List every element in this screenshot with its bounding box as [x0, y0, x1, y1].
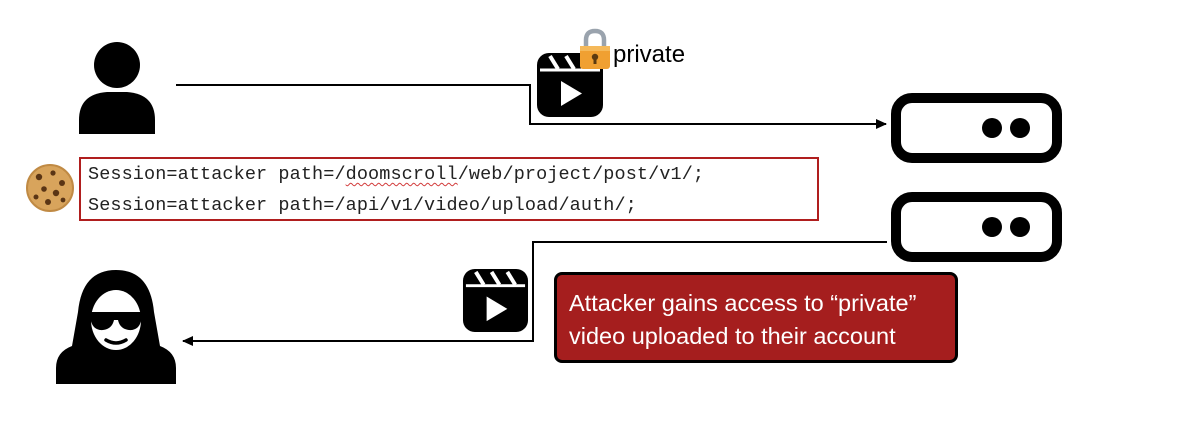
- private-label: private: [613, 41, 686, 68]
- lock-icon: [580, 28, 610, 69]
- cookie-list: Session=attacker path=/doomscroll/web/pr…: [79, 157, 819, 221]
- video-clapper-icon: [462, 268, 529, 333]
- cookie-text: Session=attacker path=/: [88, 164, 346, 185]
- leak-arrow: [182, 241, 887, 346]
- server-icon: [891, 93, 1062, 163]
- user-icon: [79, 42, 155, 134]
- cookie-text: /web/project/post/v1/;: [457, 164, 705, 185]
- callout-line: Attacker gains access to “private”: [569, 290, 917, 316]
- cookie-icon: [26, 164, 74, 212]
- hacker-icon: [56, 270, 176, 384]
- cookie-text-flagged: doomscroll: [345, 164, 458, 185]
- cookie-line: Session=attacker path=/api/v1/video/uplo…: [88, 195, 637, 216]
- callout-line: video uploaded to their account: [569, 323, 896, 349]
- cookie-text: Session=attacker path=/api/v1/video/uplo…: [88, 195, 637, 216]
- cookie-line: Session=attacker path=/doomscroll/web/pr…: [88, 164, 704, 185]
- server-icon: [891, 192, 1062, 262]
- attack-result-callout: Attacker gains access to “private” video…: [554, 272, 958, 363]
- upload-arrow: [176, 84, 887, 129]
